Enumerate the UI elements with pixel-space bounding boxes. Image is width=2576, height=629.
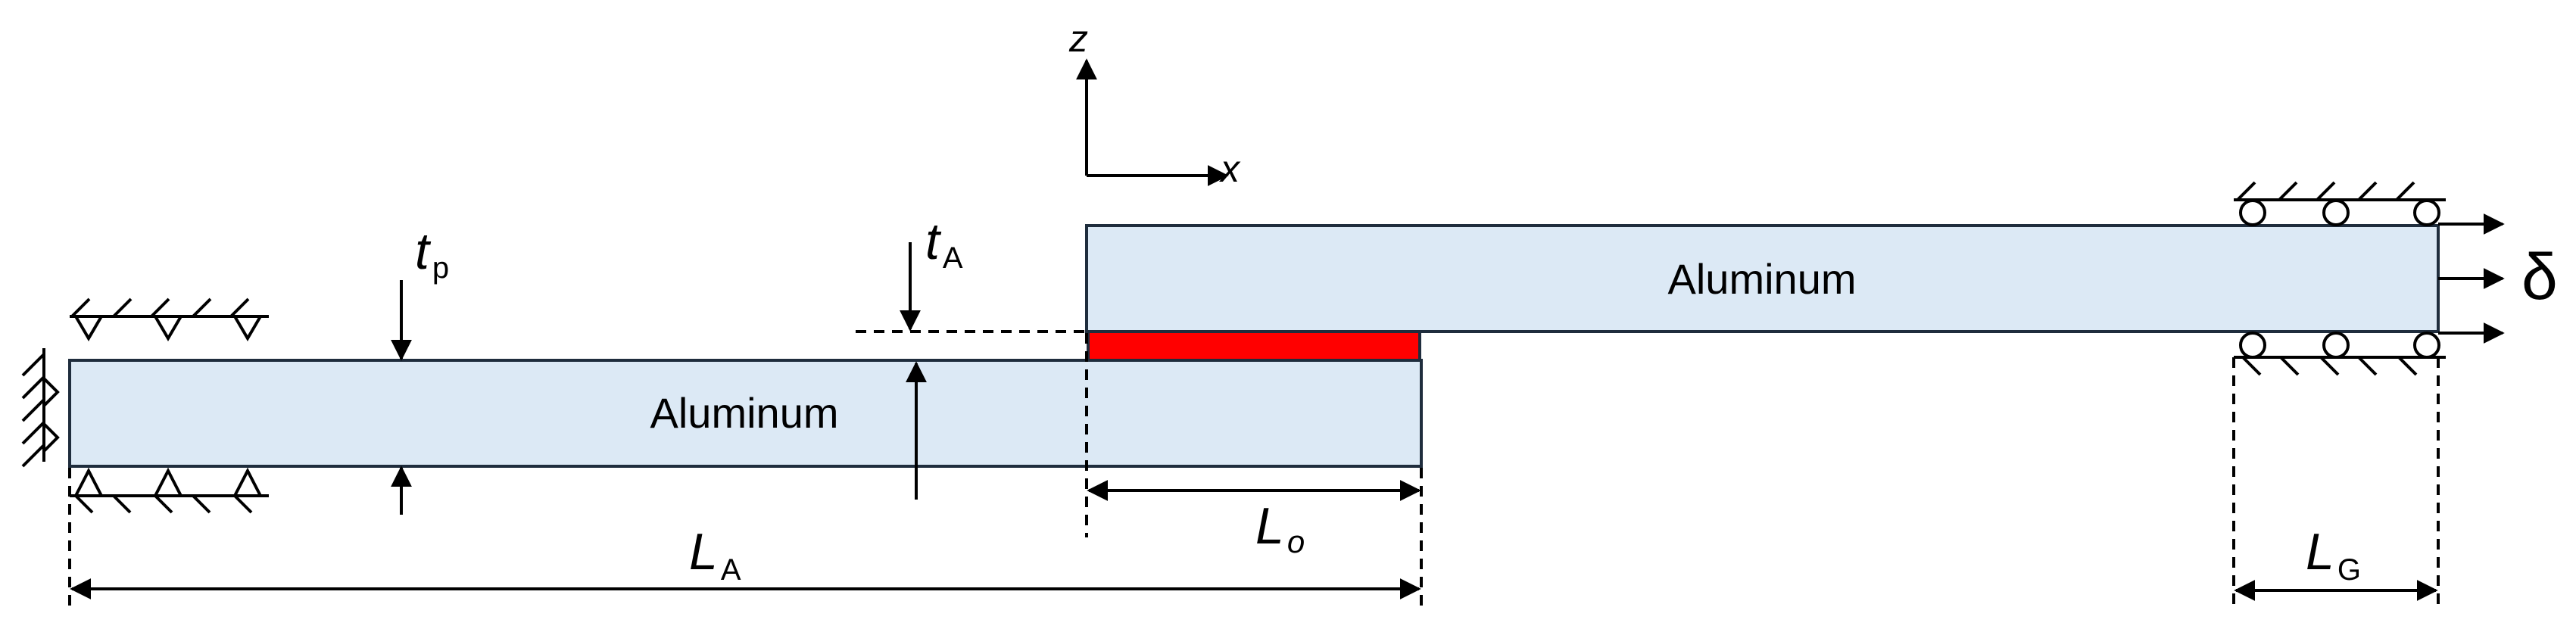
z-axis-label: z bbox=[1068, 17, 1088, 60]
tp-main: t bbox=[415, 223, 432, 280]
LA-sub: A bbox=[721, 553, 741, 587]
x-axis-label: x bbox=[1219, 148, 1241, 190]
Lo-sub: o bbox=[1287, 524, 1305, 559]
upper-plate-top-rollers bbox=[2234, 181, 2446, 226]
displacement-symbol: δ bbox=[2521, 241, 2558, 313]
adhesive-layer bbox=[1087, 330, 1421, 362]
upper-plate-label: Aluminum bbox=[1668, 255, 1857, 303]
tp-sub: p bbox=[432, 251, 449, 285]
upper-aluminum-plate bbox=[1085, 224, 2440, 333]
LA-main: L bbox=[689, 523, 718, 581]
tA-main: t bbox=[925, 213, 942, 270]
Lo-dimension bbox=[1085, 333, 1421, 537]
fixed-wall-support bbox=[21, 348, 60, 468]
lower-plate-bottom-supports bbox=[70, 467, 269, 514]
Lo-main: L bbox=[1255, 497, 1284, 555]
applied-displacement-arrows bbox=[2438, 213, 2505, 344]
lower-plate-top-supports bbox=[70, 297, 269, 341]
lower-aluminum-plate bbox=[68, 359, 1423, 468]
LA-dimension bbox=[68, 468, 1423, 606]
lower-plate-label: Aluminum bbox=[650, 389, 839, 437]
LG-sub: G bbox=[2337, 553, 2361, 587]
LG-main: L bbox=[2306, 523, 2334, 581]
coordinate-axes bbox=[1076, 58, 1229, 186]
LG-dimension bbox=[2232, 357, 2440, 606]
tA-sub: A bbox=[943, 241, 963, 275]
upper-plate-bottom-rollers bbox=[2234, 332, 2446, 376]
tA-dimension bbox=[856, 242, 1087, 500]
Lo-label: Lo bbox=[1255, 497, 1305, 559]
